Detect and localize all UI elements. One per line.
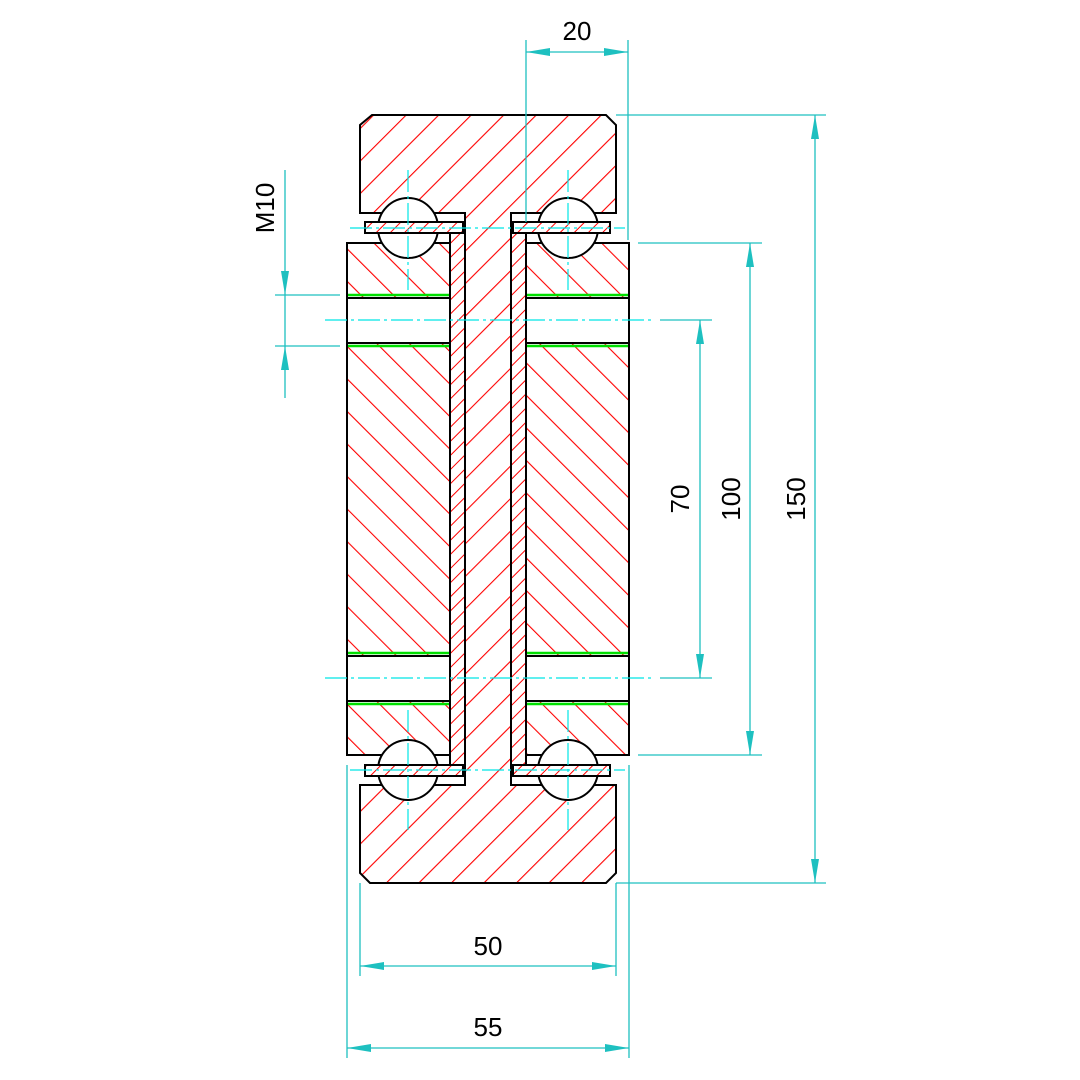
centerlines	[325, 170, 655, 830]
svg-text:20: 20	[563, 16, 592, 46]
svg-text:150: 150	[781, 477, 811, 520]
svg-text:100: 100	[716, 477, 746, 520]
svg-text:M10: M10	[250, 183, 280, 234]
dimension-m10: M10	[250, 170, 340, 398]
svg-text:70: 70	[665, 485, 695, 514]
dimension-150: 150	[616, 114, 826, 884]
dimension-20: 20	[525, 16, 629, 240]
right-sleeve	[510, 232, 527, 777]
left-sleeve	[449, 232, 466, 777]
svg-text:55: 55	[474, 1012, 503, 1042]
dimension-100: 100	[638, 242, 762, 756]
dimension-70: 70	[660, 319, 712, 679]
svg-text:50: 50	[474, 931, 503, 961]
dimension-55: 55	[346, 765, 630, 1058]
dimension-50: 50	[359, 883, 617, 976]
